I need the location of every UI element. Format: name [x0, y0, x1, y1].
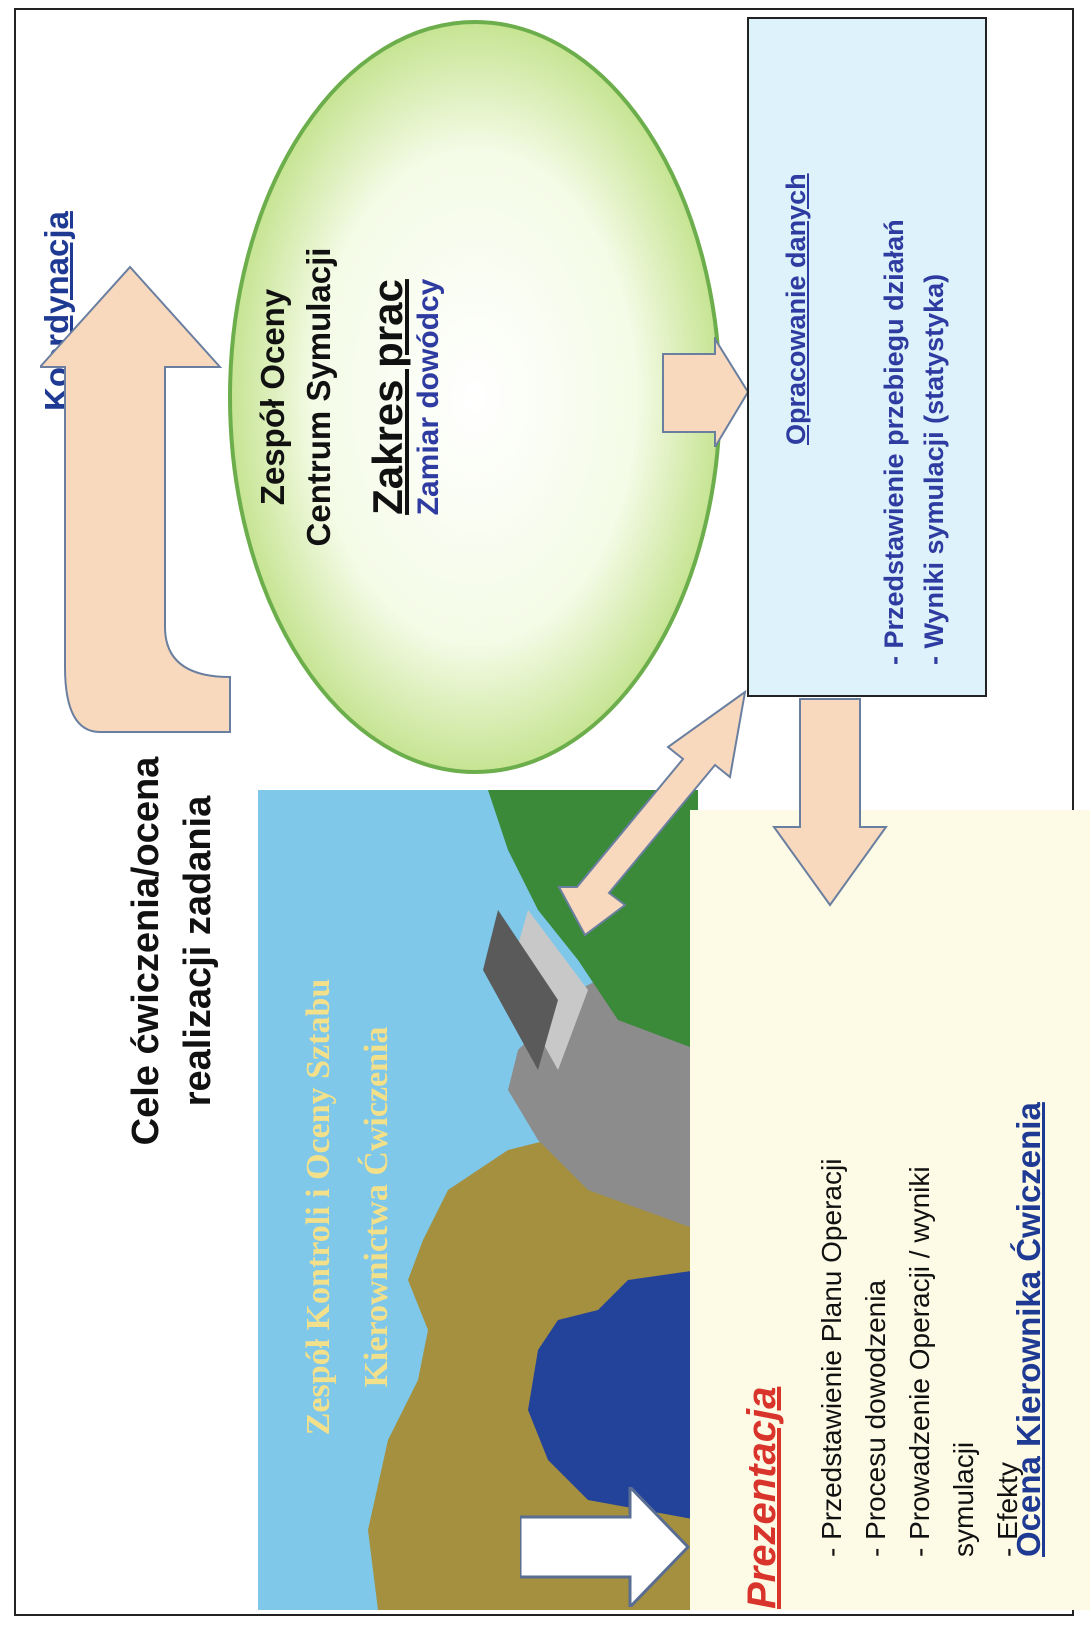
- data-box-list: - Przedstawienie przebiegu działań - Wyn…: [874, 219, 954, 665]
- data-box-title: Opracowanie danych: [781, 173, 811, 445]
- simulation-team-line-2: Centrum Symulacji: [300, 247, 337, 547]
- simulation-team-line-1: Zespół Oceny: [254, 288, 291, 506]
- presentation-item: - Prowadzenie Operacji / wyniki: [904, 1166, 935, 1557]
- photo-stack-dark: [483, 910, 558, 1070]
- data-box-item: - Przedstawienie przebiegu działań: [879, 219, 909, 665]
- ellipse-to-box-arrow: [662, 337, 750, 447]
- exercise-director-assessment: Ocena Kierownika Ćwiczenia: [1010, 1102, 1047, 1557]
- photo-caption: Zespół Kontroli i Oceny Sztabu Kierownic…: [290, 827, 406, 1587]
- presentation-item: symulacji: [948, 1441, 979, 1557]
- data-processing-box: Opracowanie danych - Przedstawienie prze…: [747, 17, 987, 697]
- photo-caption-line-2: Kierownictwa Ćwiczenia: [358, 1026, 395, 1388]
- photo-caption-line-1: Zespół Kontroli i Oceny Sztabu: [300, 978, 337, 1436]
- presentation-item: - Procesu dowodzenia: [860, 1279, 891, 1557]
- presentation-input-arrow: [520, 1487, 690, 1607]
- simulation-center-text: Zespół Oceny Centrum Symulacji Zakres pr…: [250, 67, 446, 727]
- exercise-photo: [258, 790, 698, 1610]
- curved-flow-arrow: [40, 265, 231, 733]
- box-to-presentation-arrow: [772, 698, 888, 907]
- data-box-item: - Wyniki symulacji (statystyka): [919, 273, 949, 665]
- photo-figure-blue: [528, 1270, 698, 1520]
- presentation-item: - Przedstawienie Planu Operacji: [816, 1158, 847, 1557]
- presentation-list: - Przedstawienie Planu Operacji - Proces…: [810, 1159, 1030, 1557]
- commander-intent: Zamiar dowódcy: [412, 278, 445, 516]
- presentation-title: Prezentacja: [740, 1386, 784, 1609]
- scope-of-work: Zakres prac: [364, 279, 411, 515]
- photo-box-double-arrow: [557, 689, 747, 937]
